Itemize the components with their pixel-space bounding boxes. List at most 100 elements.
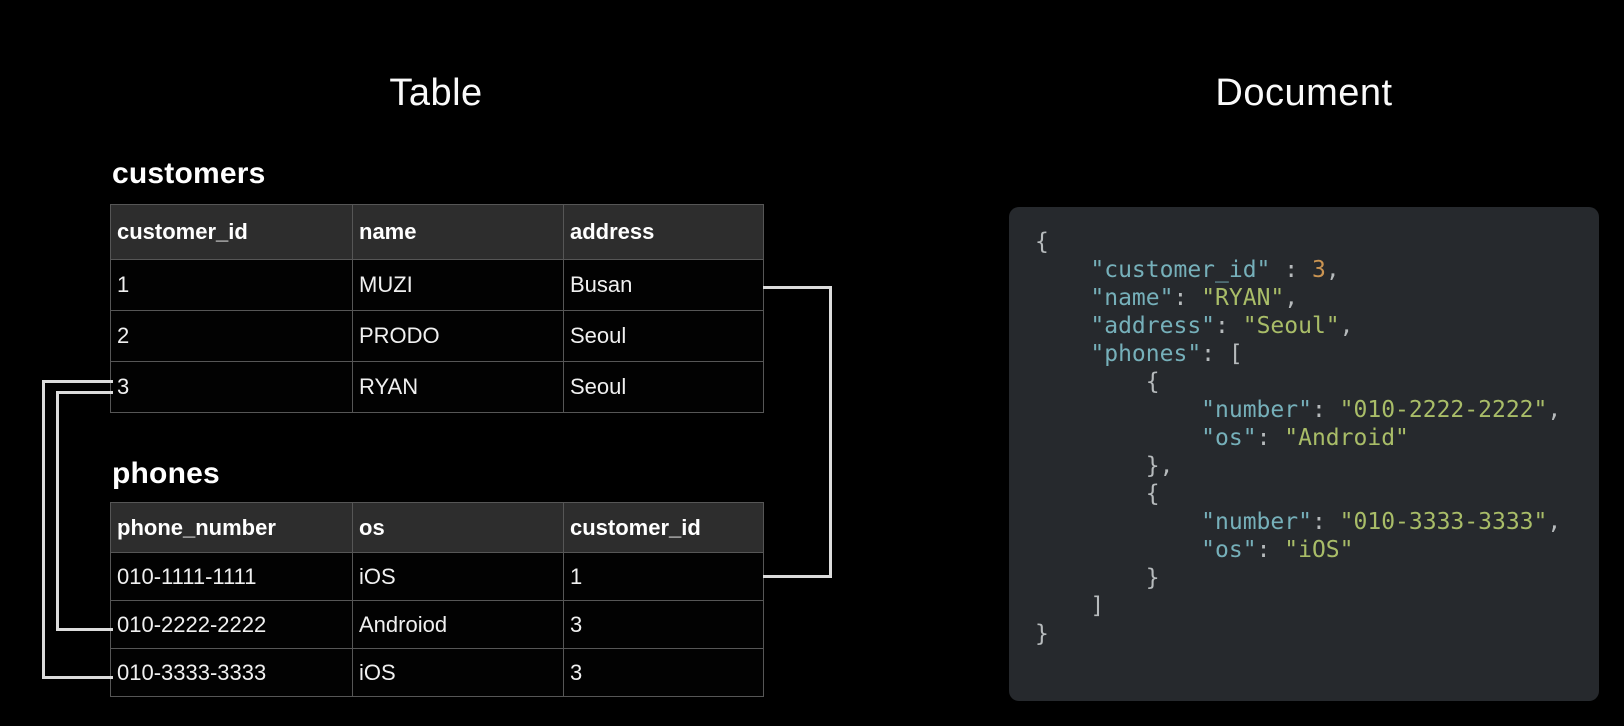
code-token-key: "number" — [1201, 509, 1312, 535]
code-token-punc: } — [1035, 565, 1160, 591]
customers-table-title: customers — [112, 157, 266, 190]
table-cell: iOS — [352, 648, 564, 697]
code-token-punc: : — [1311, 397, 1340, 423]
code-line: { — [1035, 228, 1599, 256]
code-token-punc: ] — [1035, 593, 1105, 619]
code-line: "number": "010-3333-3333", — [1035, 508, 1599, 536]
code-token-str: "010-2222-2222" — [1339, 397, 1548, 423]
column-header: name — [352, 204, 564, 260]
code-token-str: "Seoul" — [1242, 313, 1340, 339]
table-cell: 3 — [563, 600, 764, 649]
code-line: }, — [1035, 452, 1599, 480]
code-token-punc: , — [1547, 397, 1562, 423]
code-token-punc: { — [1035, 481, 1160, 507]
table-cell: iOS — [352, 552, 564, 601]
code-token-punc — [1035, 397, 1201, 423]
code-token-punc: { — [1035, 369, 1160, 395]
table-cell: 010-1111-1111 — [110, 552, 353, 601]
column-header: os — [352, 502, 564, 553]
code-line: "os": "Android" — [1035, 424, 1599, 452]
code-line: "phones": [ — [1035, 340, 1599, 368]
code-line: { — [1035, 480, 1599, 508]
code-token-punc — [1035, 537, 1201, 563]
table-cell: 3 — [563, 648, 764, 697]
table-cell: 2 — [110, 310, 353, 362]
code-token-punc: : — [1311, 509, 1340, 535]
table-cell: 1 — [110, 259, 353, 311]
table-cell: 010-3333-3333 — [110, 648, 353, 697]
code-token-punc: { — [1035, 229, 1049, 255]
code-token-str: "Android" — [1284, 425, 1409, 451]
code-line: "os": "iOS" — [1035, 536, 1599, 564]
code-token-punc: , — [1284, 285, 1299, 311]
code-token-punc: : — [1256, 425, 1285, 451]
table-cell: Seoul — [563, 361, 764, 413]
code-line: "number": "010-2222-2222", — [1035, 396, 1599, 424]
code-token-punc: , — [1547, 509, 1562, 535]
code-token-key: "address" — [1090, 313, 1216, 339]
code-token-str: "010-3333-3333" — [1339, 509, 1548, 535]
column-header: address — [563, 204, 764, 260]
phones-table-title: phones — [112, 457, 220, 490]
relation-line-customer1-to-phone1 — [763, 286, 832, 578]
table-cell: Busan — [563, 259, 764, 311]
table-cell: Seoul — [563, 310, 764, 362]
code-token-punc: }, — [1035, 453, 1174, 479]
code-token-key: "os" — [1201, 425, 1257, 451]
column-header: customer_id — [110, 204, 353, 260]
column-header: phone_number — [110, 502, 353, 553]
code-token-punc: : — [1270, 257, 1312, 283]
table-cell: MUZI — [352, 259, 564, 311]
code-token-punc — [1035, 425, 1201, 451]
table-cell: RYAN — [352, 361, 564, 413]
code-token-punc — [1035, 257, 1090, 283]
code-token-key: "phones" — [1090, 341, 1202, 367]
relation-line-customer3-to-phone2 — [56, 391, 113, 631]
document-section-title: Document — [1215, 72, 1393, 114]
code-token-punc: } — [1035, 621, 1049, 647]
code-token-str: "RYAN" — [1201, 285, 1285, 311]
code-line: } — [1035, 620, 1599, 648]
code-token-punc — [1035, 341, 1090, 367]
code-line: "address": "Seoul", — [1035, 312, 1599, 340]
code-token-key: "os" — [1201, 537, 1257, 563]
code-line: "name": "RYAN", — [1035, 284, 1599, 312]
code-line: } — [1035, 564, 1599, 592]
code-token-punc: : — [1215, 313, 1243, 339]
code-token-punc — [1035, 313, 1090, 339]
code-line: { — [1035, 368, 1599, 396]
column-header: customer_id — [563, 502, 764, 553]
table-cell: 3 — [110, 361, 353, 413]
code-token-num: 3 — [1311, 257, 1326, 283]
table-section-title: Table — [389, 72, 483, 114]
code-token-key: "name" — [1090, 285, 1174, 311]
code-token-punc: , — [1325, 257, 1340, 283]
code-line: "customer_id" : 3, — [1035, 256, 1599, 284]
code-token-key: "number" — [1201, 397, 1312, 423]
code-line: ] — [1035, 592, 1599, 620]
relation-line-customer3-to-phone3 — [42, 380, 113, 679]
code-token-punc: : [ — [1201, 341, 1243, 367]
document-code-panel: { "customer_id" : 3, "name": "RYAN", "ad… — [1009, 207, 1599, 701]
code-token-punc: , — [1339, 313, 1354, 339]
json-document: { "customer_id" : 3, "name": "RYAN", "ad… — [1009, 207, 1599, 648]
code-token-str: "iOS" — [1284, 537, 1354, 563]
code-token-punc: : — [1256, 537, 1285, 563]
code-token-punc — [1035, 285, 1090, 311]
table-cell: PRODO — [352, 310, 564, 362]
table-cell: 010-2222-2222 — [110, 600, 353, 649]
